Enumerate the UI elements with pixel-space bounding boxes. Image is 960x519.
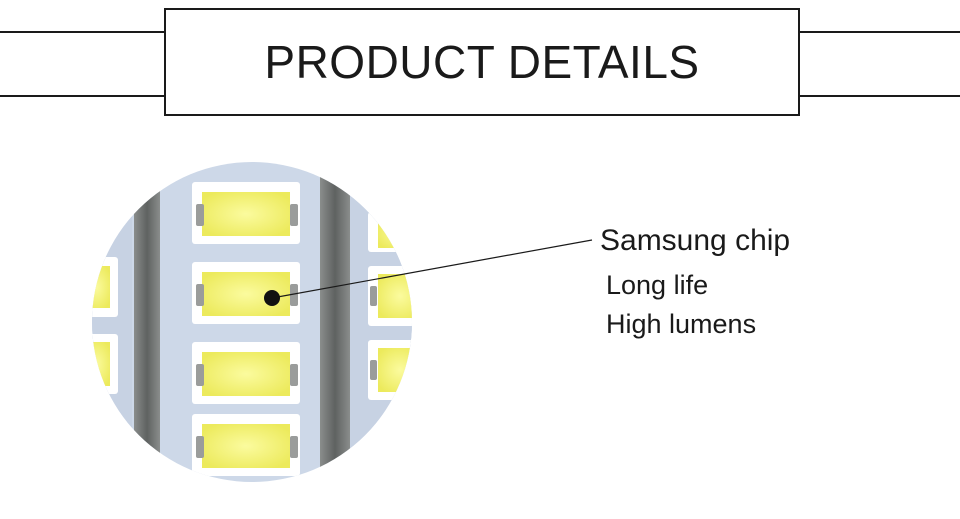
page-title: PRODUCT DETAILS bbox=[264, 36, 700, 88]
callout-label: Samsung chip bbox=[600, 224, 791, 257]
title-box: PRODUCT DETAILS bbox=[164, 8, 800, 116]
header-rule-right-bottom bbox=[800, 95, 960, 97]
feature-high-lumens: High lumens bbox=[606, 309, 757, 339]
led-closeup-photo bbox=[92, 162, 412, 482]
header-rule-left-bottom bbox=[0, 95, 164, 97]
header-rule-left-top bbox=[0, 31, 164, 33]
feature-long-life: Long life bbox=[606, 270, 709, 300]
header-rule-right-top bbox=[800, 31, 960, 33]
